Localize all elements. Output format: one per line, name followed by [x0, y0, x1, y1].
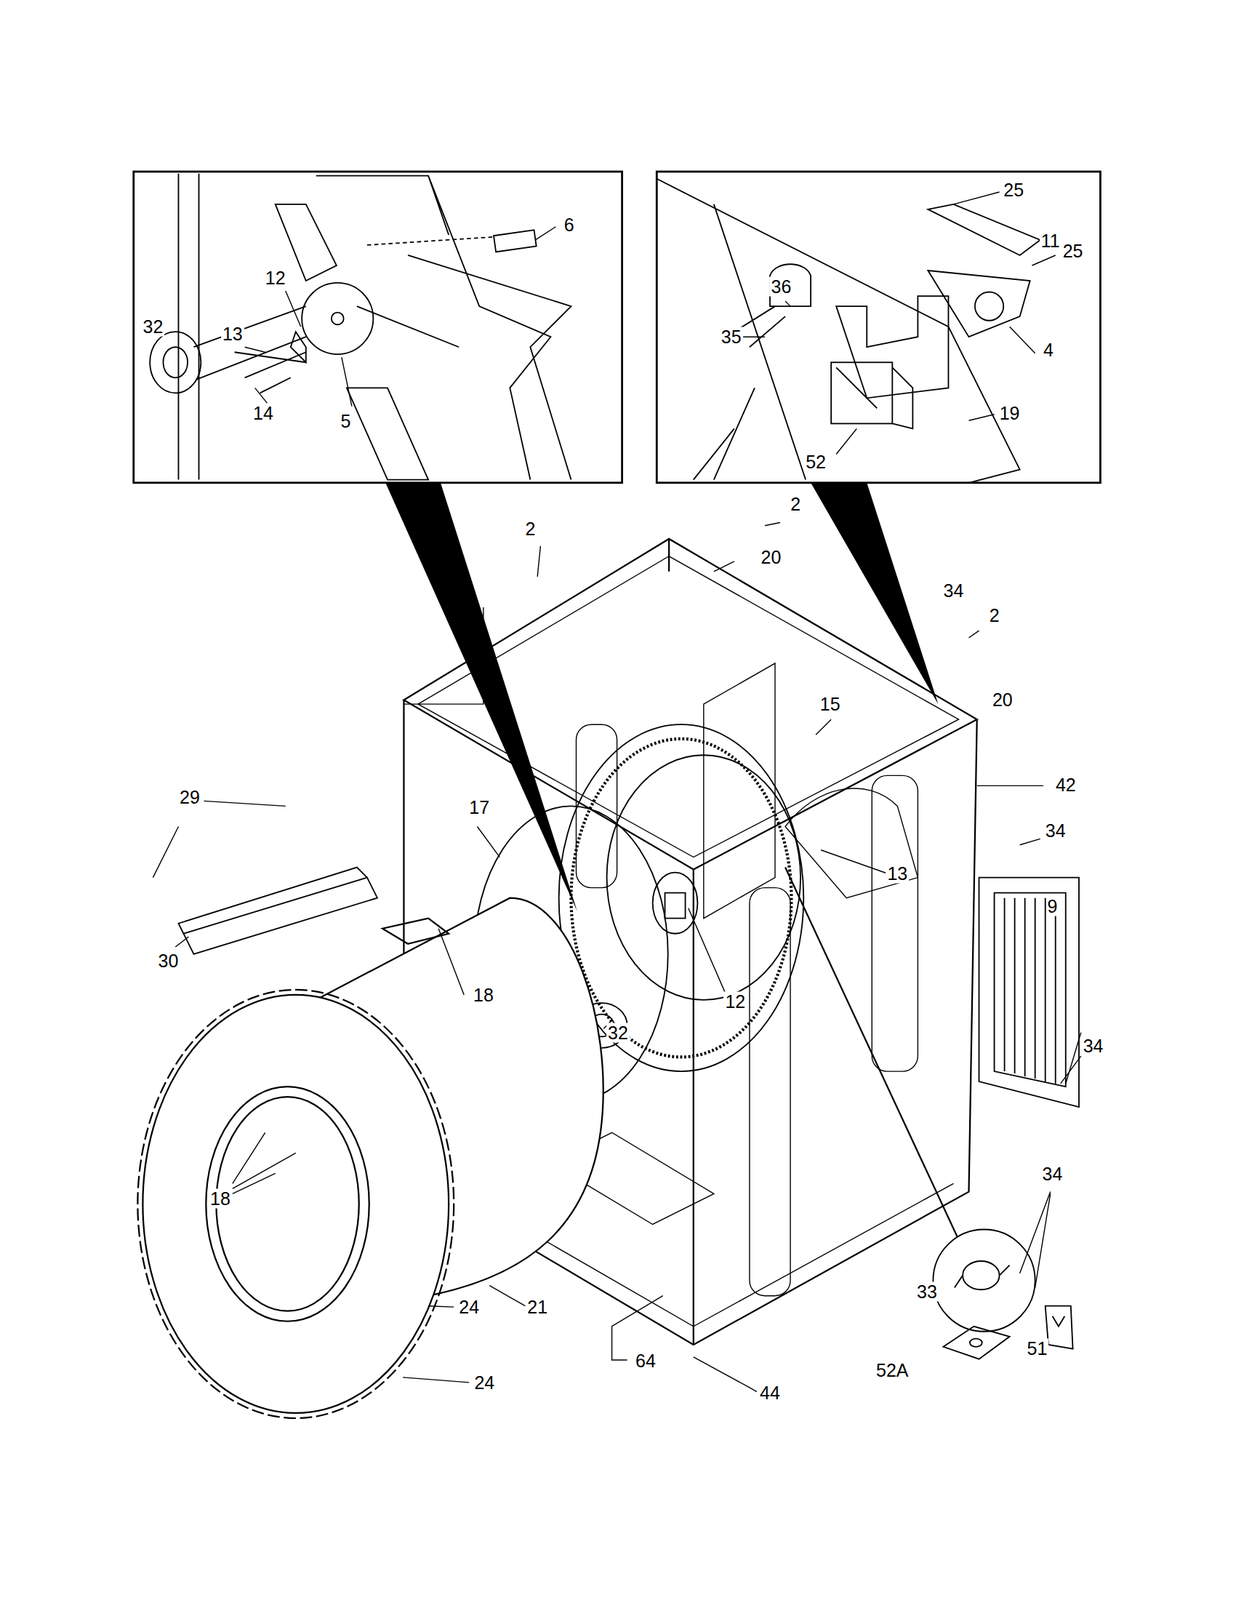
callout-number: 24: [457, 1296, 481, 1316]
callout-number: 2: [988, 604, 1002, 625]
callout-number: 32: [141, 316, 165, 336]
callout-number: 14: [251, 403, 275, 424]
callout-number: 30: [156, 950, 180, 971]
right-inset-detail: [656, 178, 1040, 483]
inset-frames: [133, 171, 1101, 483]
callout-number: 36: [769, 277, 793, 297]
callout-number: 34: [1081, 1035, 1106, 1055]
callout-number: 52: [804, 452, 828, 472]
callout-number: 12: [263, 267, 288, 288]
leader-lines: [152, 191, 1081, 1392]
callout-number: 34: [1044, 820, 1068, 840]
callout-number: 29: [178, 786, 202, 807]
callout-number: 25: [1001, 179, 1026, 200]
callout-number: 34: [1041, 1164, 1065, 1184]
callout-number: 17: [467, 796, 491, 817]
callout-number: 5: [339, 411, 353, 432]
left-inset-detail: [149, 173, 571, 480]
callout-number: 33: [915, 1281, 939, 1301]
callout-number: 21: [525, 1296, 549, 1316]
callout-number: 51: [1025, 1338, 1050, 1359]
duct: [178, 867, 378, 954]
callout-number: 34: [942, 580, 966, 601]
callout-number: 32: [606, 1022, 630, 1042]
callout-number: 19: [998, 403, 1022, 424]
callout-number: 15: [818, 693, 842, 714]
callout-number: 42: [1054, 774, 1078, 794]
callout-wedges: [385, 482, 938, 912]
callout-number: 24: [472, 1371, 496, 1392]
callout-number: 13: [885, 863, 909, 883]
callout-number: 52A: [874, 1359, 910, 1380]
callout-number: 13: [221, 323, 245, 344]
callout-number: 6: [562, 214, 576, 235]
callout-number: 20: [759, 546, 783, 567]
thermostat-zoom-circle: [785, 867, 1074, 1359]
callout-number: 64: [633, 1350, 658, 1371]
callout-number: 35: [719, 326, 744, 347]
callout-number: 9: [1046, 895, 1060, 916]
callout-number: 2: [788, 493, 802, 514]
callout-number: 4: [1041, 340, 1055, 360]
callout-number: 11: [1039, 231, 1062, 251]
callout-number: 18: [471, 984, 496, 1005]
callout-number: 44: [758, 1382, 782, 1402]
callout-number: 25: [1061, 241, 1085, 262]
vent-grille: [979, 877, 1079, 1108]
callout-number: 20: [990, 689, 1015, 710]
callout-number: 2: [523, 518, 537, 539]
callout-number: 18: [208, 1188, 232, 1209]
drum: [137, 897, 603, 1418]
callout-number: 12: [723, 991, 747, 1012]
